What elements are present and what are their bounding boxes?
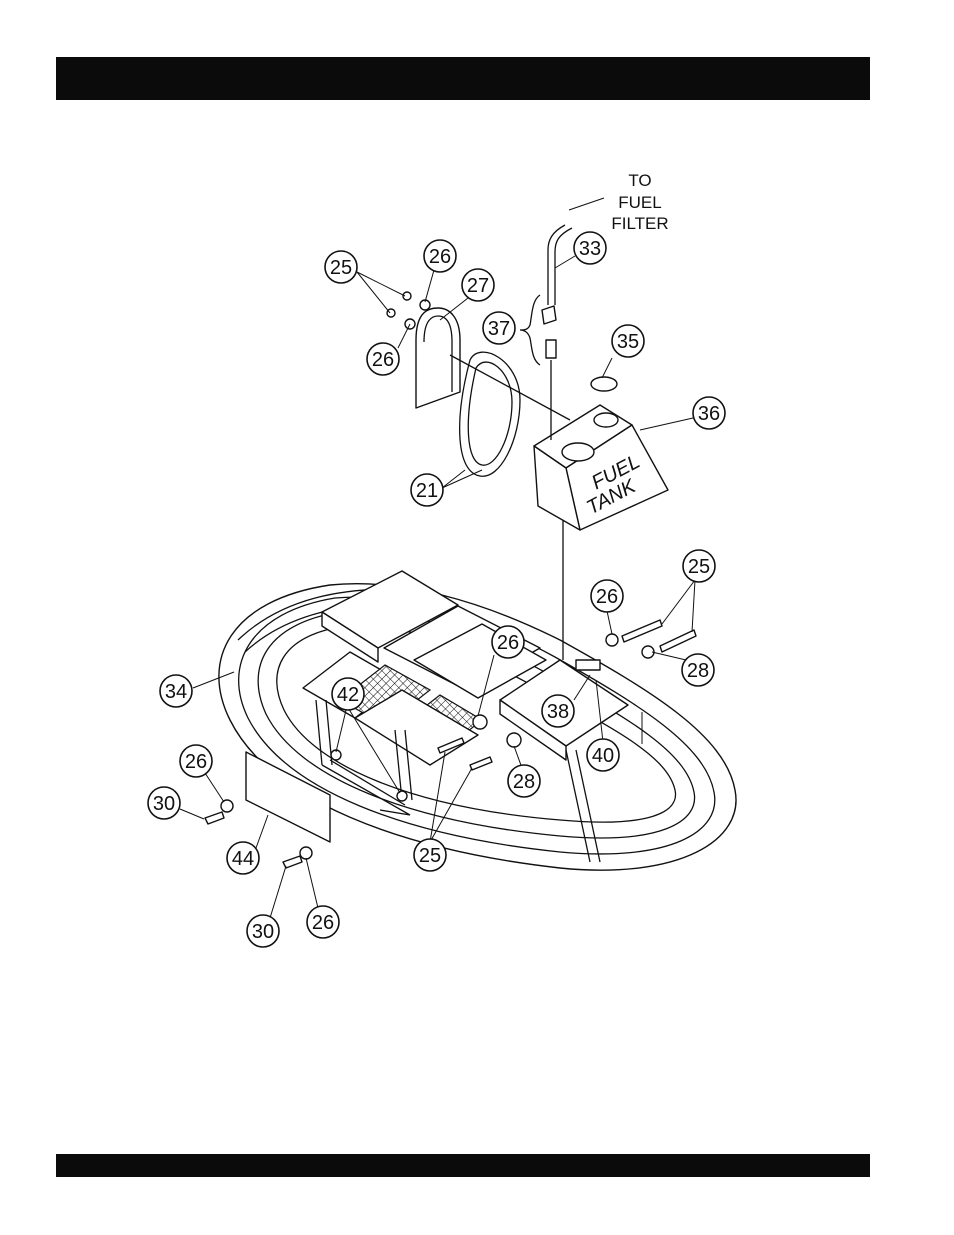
annotation-line3: FILTER (611, 214, 668, 233)
svg-text:26: 26 (596, 586, 618, 608)
callout-42: 42 (332, 678, 364, 710)
callout-40: 40 (587, 739, 619, 771)
washer-26-mid (473, 715, 487, 729)
callout-30-bottom: 30 (247, 915, 279, 947)
bolt-25-right-b (660, 630, 696, 652)
svg-text:38: 38 (547, 701, 569, 723)
annotation-line1: TO (628, 171, 651, 190)
svg-text:26: 26 (312, 912, 334, 934)
callout-30-left: 30 (148, 787, 180, 819)
fitting-nut (542, 306, 556, 324)
washer-26-left (221, 800, 233, 812)
belt-guide-line (450, 355, 570, 420)
bolt-25-right-a (622, 620, 662, 642)
callout-38: 38 (542, 695, 574, 727)
fuel-hose-33 (548, 225, 565, 305)
svg-text:26: 26 (497, 632, 519, 654)
callout-26-right: 26 (591, 580, 623, 612)
svg-text:26: 26 (185, 751, 207, 773)
svg-text:27: 27 (467, 275, 489, 297)
callout-26-top: 26 (424, 240, 456, 272)
tank-filler-neck (562, 443, 594, 461)
callout-28-center: 28 (508, 765, 540, 797)
svg-text:30: 30 (252, 921, 274, 943)
callout-34: 34 (160, 675, 192, 707)
callout-28-right: 28 (682, 654, 714, 686)
svg-text:25: 25 (330, 257, 352, 279)
svg-text:40: 40 (592, 745, 614, 767)
svg-text:36: 36 (698, 403, 720, 425)
callout-26-left: 26 (367, 343, 399, 375)
callout-44: 44 (227, 842, 259, 874)
callout-27: 27 (462, 269, 494, 301)
washer-26-bottom (300, 847, 312, 859)
bracket-38 (576, 660, 600, 670)
callout-37: 37 (483, 312, 515, 344)
washer-26-right (606, 634, 618, 646)
svg-text:28: 28 (513, 771, 535, 793)
svg-text:28: 28 (687, 660, 709, 682)
svg-text:26: 26 (372, 349, 394, 371)
svg-text:26: 26 (429, 246, 451, 268)
callout-33: 33 (574, 232, 606, 264)
right-hardware (606, 620, 696, 658)
belt-21-inner (468, 362, 512, 465)
footer-bar (56, 1154, 870, 1177)
svg-text:42: 42 (337, 684, 359, 706)
svg-text:25: 25 (688, 556, 710, 578)
svg-text:34: 34 (165, 681, 187, 703)
callout-26-bottom: 26 (307, 906, 339, 938)
callout-26-center: 26 (492, 626, 524, 658)
svg-text:35: 35 (617, 331, 639, 353)
svg-text:30: 30 (153, 793, 175, 815)
washer-28-mid (507, 733, 521, 747)
callout-21: 21 (411, 474, 443, 506)
callout-26-lower-left: 26 (180, 745, 212, 777)
hex-nut-42-right (397, 791, 407, 801)
svg-text:37: 37 (488, 318, 510, 340)
fitting-barb (546, 340, 556, 358)
fuel-line-group (520, 225, 572, 440)
fuel-cap-35 (591, 377, 617, 391)
callout-35: 35 (612, 325, 644, 357)
screw-30-left (205, 812, 224, 824)
svg-text:25: 25 (419, 845, 441, 867)
svg-text:44: 44 (232, 848, 254, 870)
tank-neck-ring (594, 413, 618, 427)
annotation-line2: FUEL (618, 193, 661, 212)
callout-25-right: 25 (683, 550, 715, 582)
callout-25-bottom: 25 (414, 839, 446, 871)
fuel-tank-group: FUEL TANK (534, 377, 668, 530)
belt-guard-27 (416, 308, 460, 408)
svg-text:33: 33 (579, 238, 601, 260)
callout-36: 36 (693, 397, 725, 429)
svg-text:21: 21 (416, 480, 438, 502)
callout-25-top-left: 25 (325, 251, 357, 283)
bracket-37 (520, 295, 540, 365)
